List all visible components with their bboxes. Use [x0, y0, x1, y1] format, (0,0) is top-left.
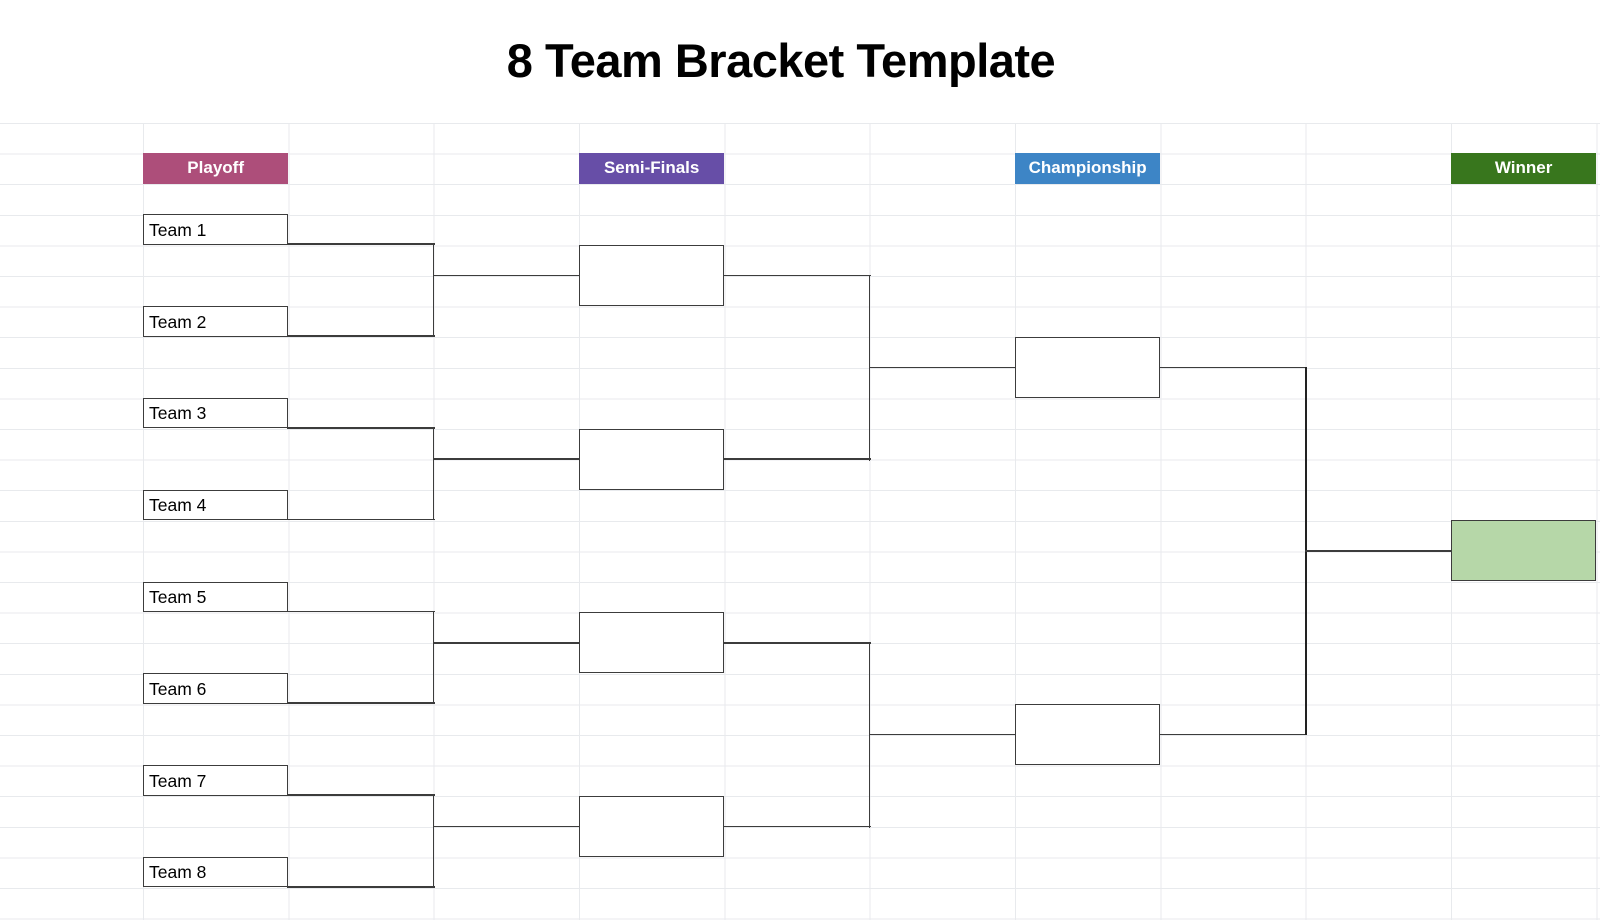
bracket-line [1159, 366, 1307, 369]
team-slot-8[interactable]: Team 8 [143, 856, 289, 888]
gridlines-vertical [143, 122, 1598, 920]
round-header-semifinals: Semi-Finals [579, 153, 725, 184]
semifinal-slot-1[interactable] [579, 244, 725, 307]
team-slot-3[interactable]: Team 3 [143, 397, 289, 429]
semifinal-slot-4[interactable] [579, 795, 725, 857]
round-header-playoff: Playoff [143, 153, 289, 184]
bracket-line [723, 825, 871, 828]
team-slot-5[interactable]: Team 5 [143, 581, 289, 613]
bracket-line [1304, 550, 1452, 552]
bracket-line [723, 274, 871, 277]
team-slot-4[interactable]: Team 4 [143, 489, 289, 521]
championship-slot-1[interactable] [1015, 336, 1161, 398]
team-slot-2[interactable]: Team 2 [143, 306, 289, 337]
winner-slot[interactable] [1451, 520, 1597, 582]
bracket-line [432, 610, 435, 704]
bracket-line [1159, 733, 1307, 736]
bracket-line [432, 794, 435, 888]
semifinal-slot-2[interactable] [579, 428, 725, 490]
bracket-line [287, 243, 435, 245]
team-slot-6[interactable]: Team 6 [143, 673, 289, 704]
bracket-line [723, 458, 871, 460]
bracket-line [868, 733, 1016, 736]
bracket-line [432, 243, 435, 337]
bracket-line [432, 458, 580, 460]
bracket-line [287, 794, 435, 796]
team-slot-1[interactable]: Team 1 [143, 214, 289, 245]
round-header-winner: Winner [1451, 153, 1597, 184]
round-header-championship: Championship [1015, 153, 1161, 184]
bracket-line [868, 366, 1016, 369]
bracket-line [723, 642, 871, 644]
semifinal-slot-3[interactable] [579, 612, 725, 674]
page-title: 8 Team Bracket Template [506, 34, 1056, 87]
bracket-line [287, 518, 435, 521]
bracket-line [287, 702, 435, 704]
bracket-line [287, 335, 435, 337]
bracket-line [287, 427, 435, 429]
bracket-line [432, 274, 580, 277]
bracket-line [432, 642, 580, 644]
team-slot-7[interactable]: Team 7 [143, 765, 289, 796]
bracket-line [287, 610, 435, 613]
bracket-line [432, 427, 435, 521]
championship-slot-2[interactable] [1015, 703, 1161, 766]
bracket-line [287, 886, 435, 888]
bracket-line [432, 825, 580, 828]
